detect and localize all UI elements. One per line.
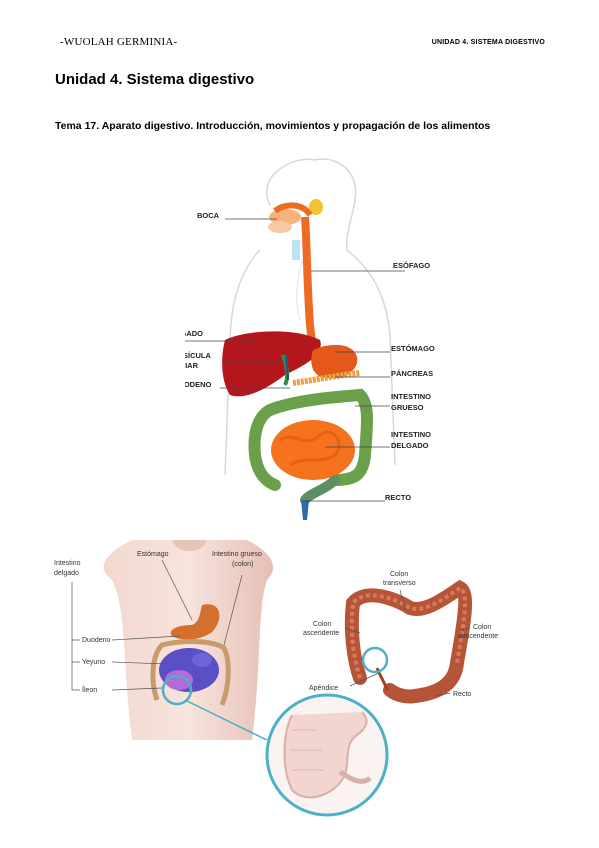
stomach [170,604,220,640]
page-subtitle: Tema 17. Aparato digestivo. Introducción… [55,120,491,132]
label-estomago: Estómago [137,551,169,558]
label-delgado-2: delgado [54,570,79,577]
label-vesicula-2: BILIAR [185,361,199,370]
label-duodeno: DUODENO [185,380,212,389]
rectum-end [301,500,309,520]
label-ascendente-2: ascendente [303,630,339,637]
label-ascendente-1: Colon [313,621,331,628]
label-delgado-1: INTESTINO [391,430,431,439]
rectum [300,475,340,505]
label-esofago: ESÓFAGO [393,261,430,270]
label-duodeno: Duodeno [82,637,111,644]
label-grueso-1: Intestino grueso [212,551,262,558]
label-recto: RECTO [385,493,411,502]
label-transverso-2: transverso [383,580,416,587]
pancreas [292,370,361,386]
label-yeyuno: Yeyuno [82,659,105,666]
label-estomago: ESTÓMAGO [391,344,435,353]
colon [344,579,472,704]
large-intestine-diagram: Colon transverso Colon ascendente Colon … [303,571,498,704]
label-apendice: Apéndice [309,685,338,692]
large-intestine [248,388,374,491]
label-delgado-2: DELGADO [391,441,429,450]
header-left-text: -WUOLAH GERMINIA- [60,36,178,48]
page-title: Unidad 4. Sistema digestivo [55,71,255,88]
label-grueso-2: (colon) [232,561,253,568]
label-boca: BOCA [197,211,220,220]
magnifier-circle [361,646,389,674]
salivary-gland [309,199,323,215]
stomach [311,344,358,379]
label-descendente-2: descendente [458,633,498,640]
magnified-intestine [283,711,368,799]
label-grueso-2: GRUESO [391,403,424,412]
magnifier-circle [161,674,193,706]
intestine-torso-diagram: Intestino delgado Estómago Intestino gru… [54,540,274,740]
colon-frame [150,639,231,706]
label-recto: Recto [453,691,471,698]
label-pancreas: PÁNCREAS [391,369,433,378]
header-right-text: UNIDAD 4. SISTEMA DIGESTIVO [431,39,545,46]
small-intestine [271,420,355,480]
liver [222,331,321,397]
label-grueso-1: INTESTINO [391,392,431,401]
label-transverso-1: Colon [390,571,408,578]
magnified-detail [265,693,389,817]
label-descendente-1: Colon [473,624,491,631]
label-higado: HÍGADO [185,329,203,338]
label-delgado-1: Intestino [54,560,81,567]
label-ileon: Íleon [82,685,97,694]
digestive-system-diagram: BOCA ESÓFAGO HÍGADO VESÍCULA BILIAR DUOD… [185,158,435,520]
label-vesicula-1: VESÍCULA [185,351,212,360]
